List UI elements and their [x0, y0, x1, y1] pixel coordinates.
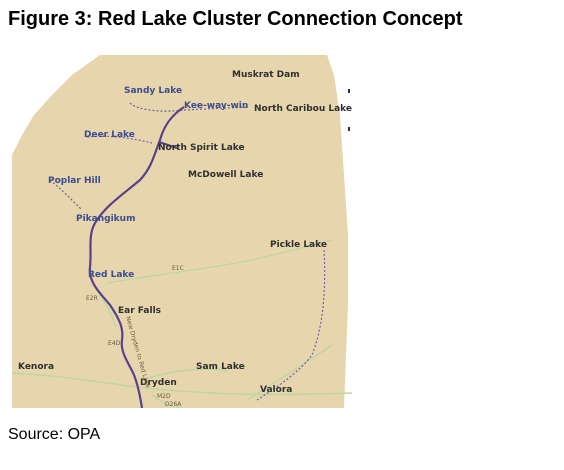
label-m2d: M2D — [157, 393, 171, 400]
label-kee-way-win: Kee-way-win — [184, 101, 248, 111]
label-pickle-lake: Pickle Lake — [270, 240, 327, 250]
label-kenora: Kenora — [18, 362, 54, 372]
label-pikangikum: Pikangikum — [76, 214, 135, 224]
existing-roads — [12, 239, 352, 408]
label-red-lake: Red Lake — [88, 270, 134, 280]
label-sandy-lake: Sandy Lake — [124, 86, 182, 96]
label-dryden: Dryden — [140, 378, 177, 388]
winter-road-poplar-hill — [49, 179, 83, 211]
label-poplar-hill: Poplar Hill — [48, 176, 101, 186]
map: Muskrat Dam Sandy Lake Kee-way-win North… — [12, 55, 352, 408]
label-e2r: E2R — [86, 295, 98, 302]
label-north-spirit-lake: North Spirit Lake — [158, 143, 245, 153]
figure-title: Figure 3: Red Lake Cluster Connection Co… — [8, 8, 463, 30]
winter-road-kee — [183, 106, 249, 111]
map-outside-area-right — [327, 55, 352, 408]
road-sam-lake — [141, 368, 228, 381]
winter-road-pickle — [256, 249, 326, 401]
proposed-transmission-line — [88, 106, 185, 408]
proposed-line-sandy-link — [158, 141, 178, 149]
road-red-lake-east — [106, 239, 333, 284]
road-south — [151, 394, 183, 408]
map-svg: Muskrat Dam Sandy Lake Kee-way-win North… — [12, 55, 352, 408]
label-ear-falls: Ear Falls — [118, 306, 161, 316]
label-e1c: E1C — [172, 265, 184, 272]
winter-road-deer-lake — [86, 135, 153, 144]
edge-marker — [348, 127, 350, 131]
label-north-caribou-lake: North Caribou Lake — [254, 104, 352, 114]
label-valora: Valora — [260, 385, 292, 395]
label-sam-lake: Sam Lake — [196, 362, 245, 372]
edge-marker — [348, 89, 350, 93]
label-d26a: D26A — [165, 401, 182, 408]
label-e4d: E4D — [108, 340, 121, 347]
figure-source: Source: OPA — [8, 426, 101, 443]
map-outside-area — [12, 55, 100, 155]
label-deer-lake: Deer Lake — [84, 130, 135, 140]
label-mcdowell-lake: McDowell Lake — [188, 170, 263, 180]
label-muskrat-dam: Muskrat Dam — [232, 70, 300, 80]
road-valora — [246, 344, 333, 401]
map-land — [12, 55, 352, 408]
road-kenora-dryden — [12, 372, 352, 396]
